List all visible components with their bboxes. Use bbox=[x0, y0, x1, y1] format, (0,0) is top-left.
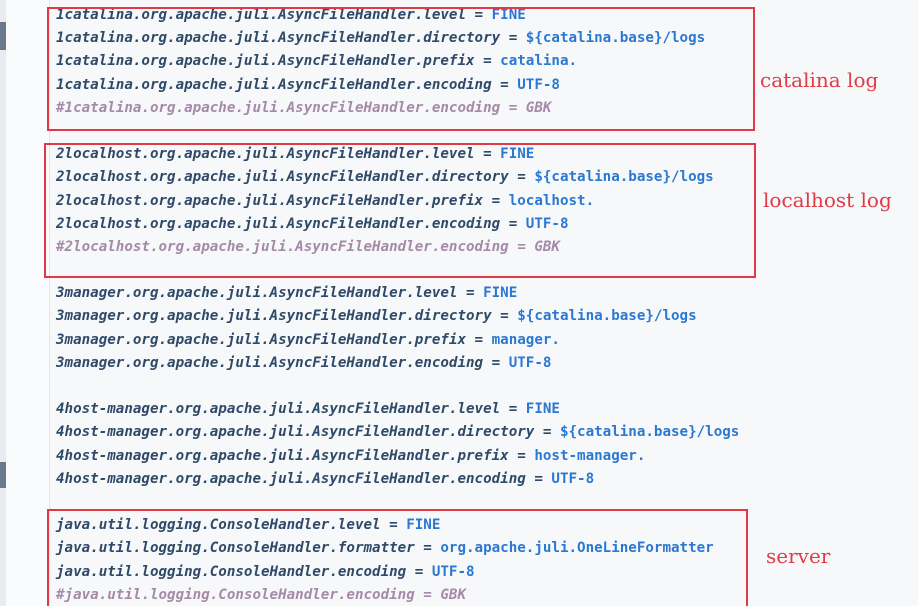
property-value: org.apache.juli.OneLineFormatter bbox=[440, 540, 714, 557]
property-value: ${catalina.base}/logs bbox=[559, 424, 740, 441]
equals-sign: = bbox=[500, 30, 526, 47]
code-line[interactable]: 2localhost.org.apache.juli.AsyncFileHand… bbox=[56, 143, 739, 166]
property-value: UTF-8 bbox=[508, 354, 552, 371]
server-annotation: server bbox=[766, 544, 831, 568]
equals-sign: = bbox=[474, 53, 501, 70]
code-line[interactable] bbox=[56, 491, 739, 514]
code-line[interactable]: 4host-manager.org.apache.juli.AsyncFileH… bbox=[56, 468, 739, 491]
property-value: UTF-8 bbox=[431, 563, 475, 580]
property-value: UTF-8 bbox=[517, 76, 560, 93]
code-line[interactable]: 1catalina.org.apache.juli.AsyncFileHandl… bbox=[56, 4, 739, 27]
property-value: FINE bbox=[406, 517, 441, 534]
code-line[interactable]: #1catalina.org.apache.juli.AsyncFileHand… bbox=[56, 97, 739, 120]
property-key: 3manager.org.apache.juli.AsyncFileHandle… bbox=[56, 308, 492, 325]
equals-sign: = bbox=[491, 76, 518, 93]
code-line[interactable]: #java.util.logging.ConsoleHandler.encodi… bbox=[56, 584, 739, 606]
property-value: FINE bbox=[525, 401, 560, 418]
line-gutter bbox=[6, 0, 50, 606]
property-value: FINE bbox=[491, 7, 526, 23]
property-key: 2localhost.org.apache.juli.AsyncFileHand… bbox=[56, 215, 501, 232]
property-key: 2localhost.org.apache.juli.AsyncFileHand… bbox=[56, 169, 509, 186]
equals-sign: = bbox=[380, 517, 407, 534]
property-key: java.util.logging.ConsoleHandler.formatt… bbox=[56, 540, 415, 557]
equals-sign: = bbox=[483, 192, 509, 209]
code-line[interactable] bbox=[56, 120, 739, 143]
code-line[interactable]: java.util.logging.ConsoleHandler.encodin… bbox=[56, 561, 739, 584]
property-key: java.util.logging.ConsoleHandler.level bbox=[56, 517, 381, 534]
code-line[interactable] bbox=[56, 259, 739, 282]
equals-sign: = bbox=[466, 331, 492, 348]
property-key: 3manager.org.apache.juli.AsyncFileHandle… bbox=[56, 285, 458, 302]
property-key: 1catalina.org.apache.juli.AsyncFileHandl… bbox=[56, 76, 492, 93]
code-line[interactable]: 4host-manager.org.apache.juli.AsyncFileH… bbox=[56, 421, 739, 444]
code-line[interactable]: 2localhost.org.apache.juli.AsyncFileHand… bbox=[56, 166, 739, 189]
code-line[interactable]: 2localhost.org.apache.juli.AsyncFileHand… bbox=[56, 213, 739, 236]
property-key: 4host-manager.org.apache.juli.AsyncFileH… bbox=[56, 447, 509, 464]
code-line[interactable] bbox=[56, 375, 739, 398]
comment-text: #java.util.logging.ConsoleHandler.encodi… bbox=[56, 586, 466, 603]
property-key: 1catalina.org.apache.juli.AsyncFileHandl… bbox=[56, 53, 475, 70]
code-line[interactable]: 1catalina.org.apache.juli.AsyncFileHandl… bbox=[56, 27, 739, 50]
code-line[interactable]: 1catalina.org.apache.juli.AsyncFileHandl… bbox=[56, 50, 739, 73]
code-line[interactable]: 1catalina.org.apache.juli.AsyncFileHandl… bbox=[56, 74, 739, 97]
left-strip bbox=[0, 0, 6, 606]
property-key: 3manager.org.apache.juli.AsyncFileHandle… bbox=[56, 354, 484, 371]
left-strip-marker bbox=[0, 462, 6, 488]
property-key: 4host-manager.org.apache.juli.AsyncFileH… bbox=[56, 470, 526, 487]
property-key: 1catalina.org.apache.juli.AsyncFileHandl… bbox=[56, 7, 466, 23]
equals-sign: = bbox=[491, 308, 518, 325]
code-editor[interactable] bbox=[50, 0, 918, 606]
equals-sign: = bbox=[508, 169, 535, 186]
code-line[interactable]: 2localhost.org.apache.juli.AsyncFileHand… bbox=[56, 190, 739, 213]
equals-sign: = bbox=[474, 146, 501, 163]
code-line[interactable]: java.util.logging.ConsoleHandler.formatt… bbox=[56, 537, 739, 560]
code-line[interactable]: 4host-manager.org.apache.juli.AsyncFileH… bbox=[56, 445, 739, 468]
property-value: FINE bbox=[483, 285, 518, 302]
equals-sign: = bbox=[508, 447, 535, 464]
equals-sign: = bbox=[406, 563, 432, 580]
equals-sign: = bbox=[483, 354, 509, 371]
property-value: localhost. bbox=[508, 192, 595, 209]
property-value: UTF-8 bbox=[525, 215, 569, 232]
equals-sign: = bbox=[525, 470, 552, 487]
comment-text: #2localhost.org.apache.juli.AsyncFileHan… bbox=[56, 238, 560, 255]
property-key: 3manager.org.apache.juli.AsyncFileHandle… bbox=[56, 331, 466, 348]
property-key: 2localhost.org.apache.juli.AsyncFileHand… bbox=[56, 146, 475, 163]
code-line[interactable]: #2localhost.org.apache.juli.AsyncFileHan… bbox=[56, 236, 739, 259]
code-line[interactable]: 3manager.org.apache.juli.AsyncFileHandle… bbox=[56, 305, 739, 328]
code-line[interactable]: 4host-manager.org.apache.juli.AsyncFileH… bbox=[56, 398, 739, 421]
property-value: ${catalina.base}/logs bbox=[517, 308, 697, 325]
equals-sign: = bbox=[500, 215, 526, 232]
property-value: ${catalina.base}/logs bbox=[534, 169, 714, 186]
equals-sign: = bbox=[500, 401, 526, 418]
equals-sign: = bbox=[457, 285, 484, 302]
left-strip-marker bbox=[0, 22, 6, 50]
property-key: 4host-manager.org.apache.juli.AsyncFileH… bbox=[56, 424, 535, 441]
property-key: 1catalina.org.apache.juli.AsyncFileHandl… bbox=[56, 30, 501, 47]
equals-sign: = bbox=[534, 424, 560, 441]
code-line[interactable]: 3manager.org.apache.juli.AsyncFileHandle… bbox=[56, 282, 739, 305]
property-value: UTF-8 bbox=[551, 470, 595, 487]
equals-sign: = bbox=[466, 7, 492, 23]
code-line[interactable]: java.util.logging.ConsoleHandler.level =… bbox=[56, 514, 739, 537]
catalina-log-annotation: catalina log bbox=[760, 68, 879, 92]
property-value: host-manager. bbox=[534, 447, 646, 464]
property-value: FINE bbox=[500, 146, 535, 163]
localhost-log-annotation: localhost log bbox=[763, 188, 892, 212]
code-lines[interactable]: 1catalina.org.apache.juli.AsyncFileHandl… bbox=[56, 4, 739, 606]
equals-sign: = bbox=[414, 540, 441, 557]
property-value: manager. bbox=[491, 331, 560, 348]
property-key: 2localhost.org.apache.juli.AsyncFileHand… bbox=[56, 192, 484, 209]
comment-text: #1catalina.org.apache.juli.AsyncFileHand… bbox=[56, 99, 552, 116]
property-key: 4host-manager.org.apache.juli.AsyncFileH… bbox=[56, 401, 501, 418]
property-value: catalina. bbox=[500, 53, 578, 70]
property-key: java.util.logging.ConsoleHandler.encodin… bbox=[56, 563, 407, 580]
code-line[interactable]: 3manager.org.apache.juli.AsyncFileHandle… bbox=[56, 352, 739, 375]
property-value: ${catalina.base}/logs bbox=[525, 30, 706, 47]
code-line[interactable]: 3manager.org.apache.juli.AsyncFileHandle… bbox=[56, 329, 739, 352]
